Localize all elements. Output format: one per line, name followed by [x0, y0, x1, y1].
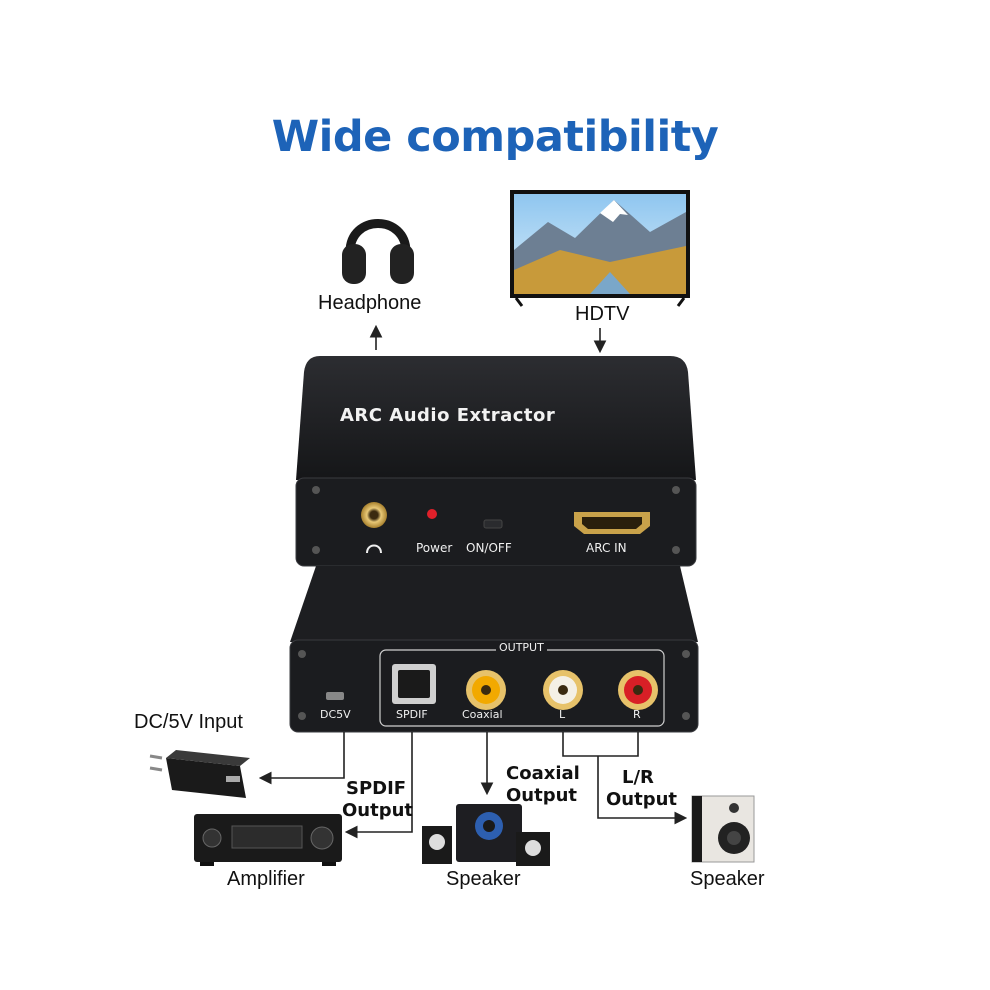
extractor-back — [289, 566, 699, 733]
spdif-output-label-2: Output — [342, 800, 414, 821]
speaker-right-label: Speaker — [690, 868, 765, 890]
hdtv-label: HDTV — [575, 303, 630, 325]
headphone-small-icon — [366, 544, 382, 554]
arc-in-label: ARC IN — [586, 541, 627, 555]
speaker-set-icon — [422, 804, 550, 866]
device-name: ARC Audio Extractor — [340, 405, 556, 426]
lr-output-label-2: Output — [606, 789, 678, 810]
extractor-front — [295, 356, 697, 567]
coaxial-output-label-1: Coaxial — [506, 763, 580, 784]
switch-label: ON/OFF — [466, 541, 512, 555]
headphone-jack — [361, 502, 387, 528]
spdif-port-label: SPDIF — [396, 708, 428, 721]
connector-lines — [258, 732, 688, 839]
amplifier-label: Amplifier — [227, 868, 305, 890]
coaxial-output-label-2: Output — [506, 785, 578, 806]
left-port-label: L — [559, 708, 566, 721]
right-port-label: R — [633, 708, 641, 721]
page-title: Wide compatibility — [271, 112, 719, 162]
amplifier-icon — [194, 814, 342, 866]
dc5v-port-label: DC5V — [320, 708, 351, 721]
tv-icon — [510, 190, 690, 307]
power-led — [427, 509, 437, 519]
power-switch — [483, 519, 503, 529]
speaker-icon — [691, 795, 755, 863]
headphone-label: Headphone — [318, 292, 422, 314]
power-adapter-icon — [149, 750, 250, 798]
speaker-center-label: Speaker — [446, 868, 521, 890]
coaxial-port-label: Coaxial — [462, 708, 503, 721]
headphone-icon — [342, 219, 414, 284]
output-label: OUTPUT — [496, 641, 547, 654]
micro-usb-port — [326, 692, 344, 700]
spdif-output-label-1: SPDIF — [346, 778, 407, 799]
dc-input-label: DC/5V Input — [134, 711, 243, 733]
lr-output-label-1: L/R — [622, 767, 654, 788]
power-label: Power — [416, 541, 453, 555]
